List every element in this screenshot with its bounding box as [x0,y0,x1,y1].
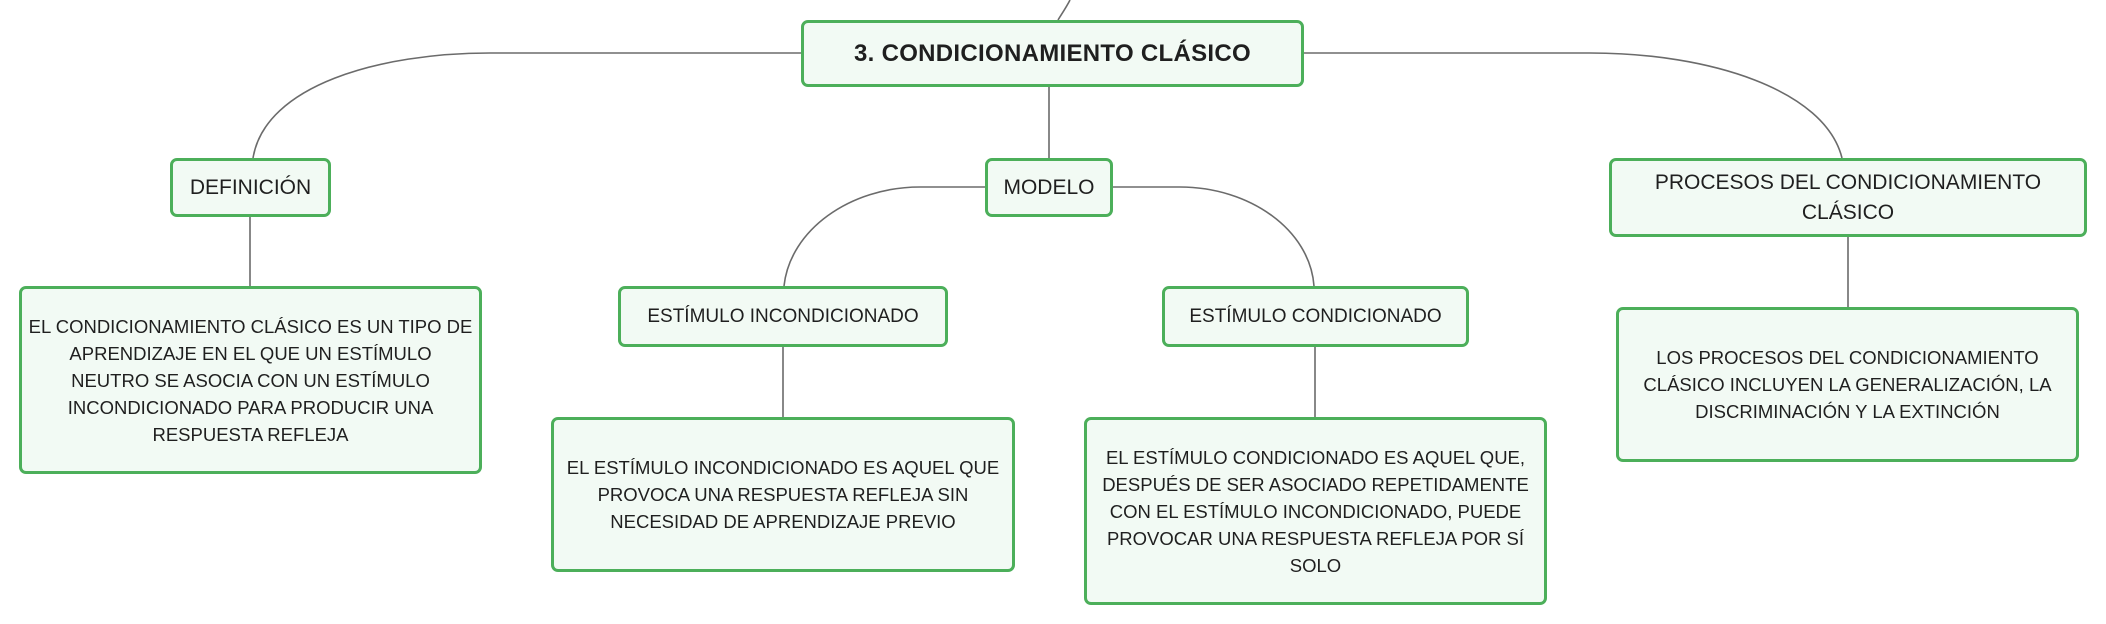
root-label: 3. CONDICIONAMIENTO CLÁSICO [853,39,1251,67]
node-estimulo-condicionado[interactable]: ESTÍMULO CONDICIONADO [1162,286,1469,347]
node-estimulo-incondicionado-label: ESTÍMULO INCONDICIONADO [647,305,919,327]
connector-modelo-condicionado [1113,186,1315,287]
leaf-estimulo-incondicionado-text: EL ESTÍMULO INCONDICIONADO ES AQUEL QUE … [566,457,1000,532]
leaf-procesos-text: LOS PROCESOS DEL CONDICIONAMIENTO CLÁSIC… [1643,347,2052,422]
node-procesos-label: PROCESOS DEL CONDICIONAMIENTO CLÁSICO [1654,170,2042,224]
connector-root-definicion [252,52,801,159]
leaf-estimulo-condicionado[interactable]: EL ESTÍMULO CONDICIONADO ES AQUEL QUE, D… [1084,417,1547,605]
root-node[interactable]: 3. CONDICIONAMIENTO CLÁSICO [801,20,1304,87]
connector-root-parent [1057,0,1071,21]
node-estimulo-incondicionado[interactable]: ESTÍMULO INCONDICIONADO [618,286,948,347]
node-definicion-label: DEFINICIÓN [189,175,312,199]
leaf-definicion-text: EL CONDICIONAMIENTO CLÁSICO ES UN TIPO D… [28,315,473,445]
node-definicion[interactable]: DEFINICIÓN [170,158,331,217]
node-modelo-label: MODELO [1003,175,1095,199]
leaf-procesos[interactable]: LOS PROCESOS DEL CONDICIONAMIENTO CLÁSIC… [1616,307,2079,462]
leaf-estimulo-incondicionado[interactable]: EL ESTÍMULO INCONDICIONADO ES AQUEL QUE … [551,417,1015,572]
node-procesos[interactable]: PROCESOS DEL CONDICIONAMIENTO CLÁSICO [1609,158,2087,237]
connector-root-procesos [1304,52,1843,159]
node-modelo[interactable]: MODELO [985,158,1113,217]
connector-modelo-incondicionado [783,186,985,287]
leaf-definicion[interactable]: EL CONDICIONAMIENTO CLÁSICO ES UN TIPO D… [19,286,482,474]
node-estimulo-condicionado-label: ESTÍMULO CONDICIONADO [1189,305,1442,327]
leaf-estimulo-condicionado-text: EL ESTÍMULO CONDICIONADO ES AQUEL QUE, D… [1102,446,1529,576]
